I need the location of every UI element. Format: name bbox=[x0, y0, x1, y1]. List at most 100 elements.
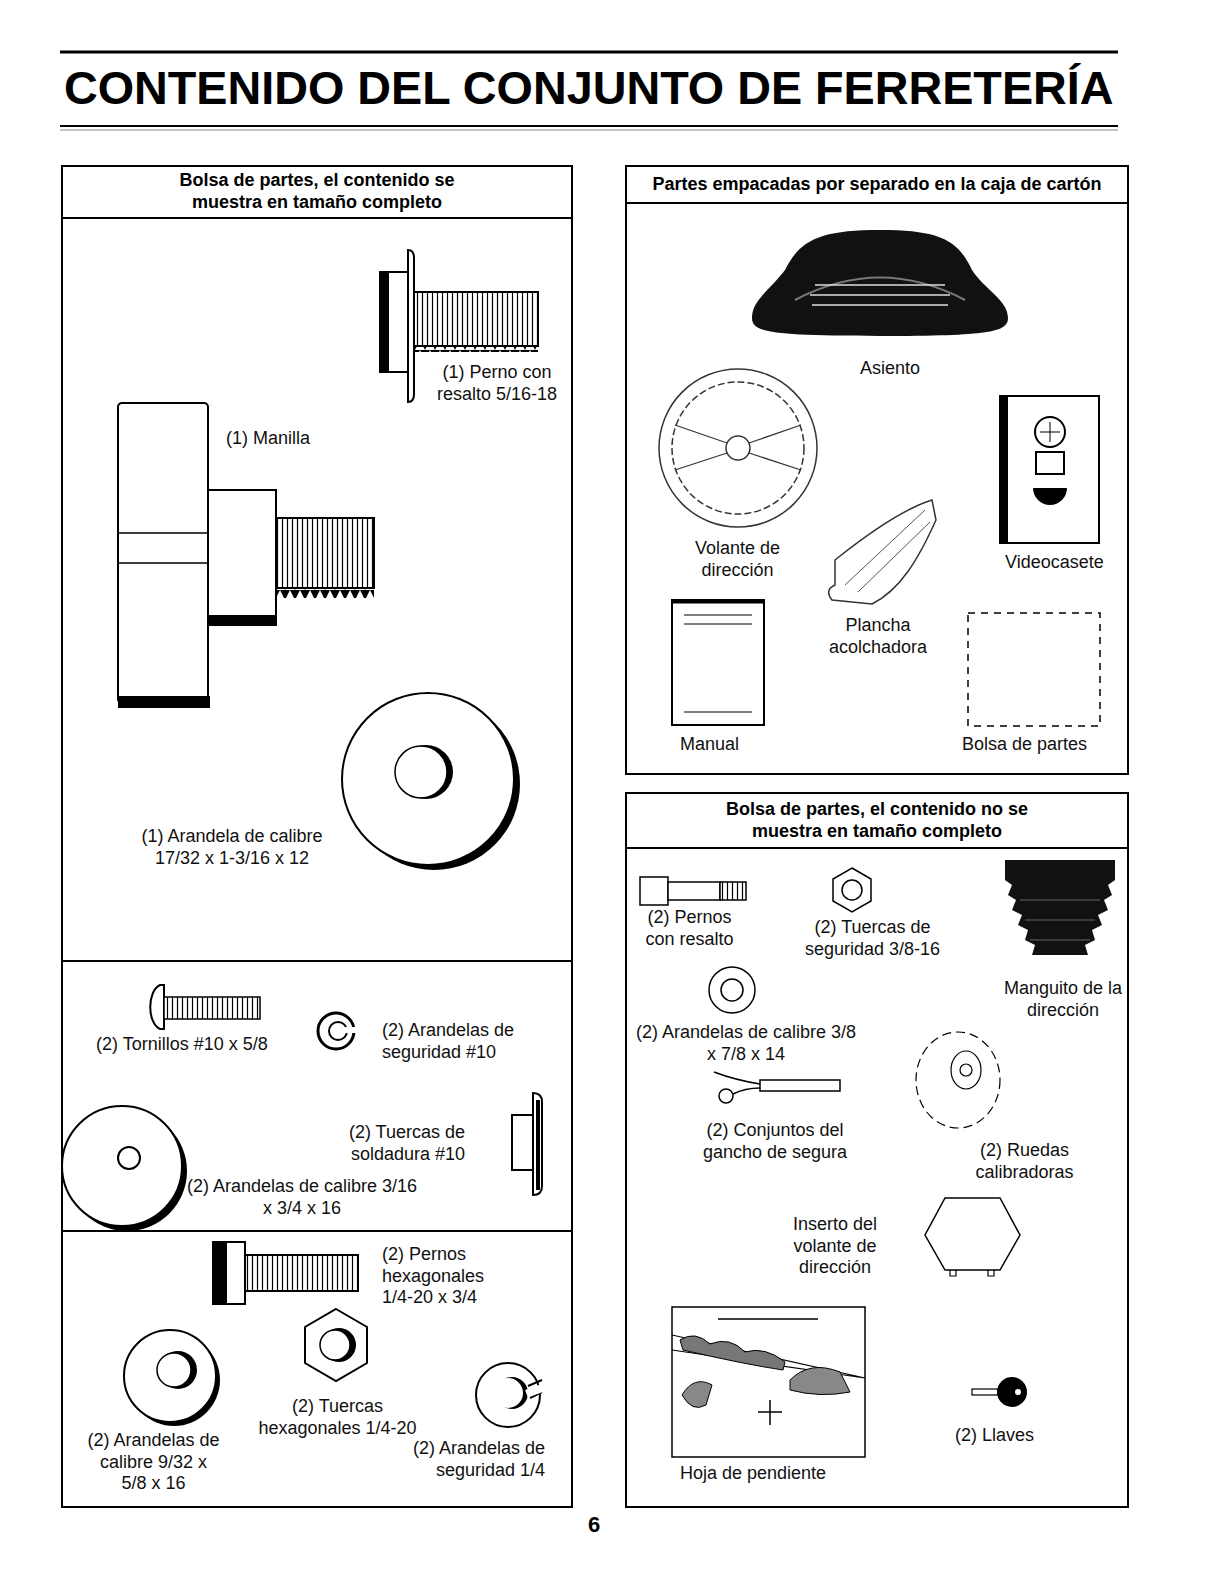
padding-plate-part bbox=[845, 510, 930, 592]
hitch-pin bbox=[714, 1072, 840, 1103]
lock-washer bbox=[476, 1363, 543, 1427]
parts-panel: (2) Tornillos #10 x 5/8 (2) Arandelas de … bbox=[61, 962, 573, 1232]
steering-wheel-part bbox=[672, 382, 804, 514]
weld-nut-part bbox=[536, 1100, 540, 1190]
key-part bbox=[972, 1389, 998, 1395]
lock-washer bbox=[318, 1013, 358, 1049]
flange-bolt-part bbox=[414, 346, 538, 352]
hex-bolt-part bbox=[245, 1255, 358, 1291]
videocassette-part bbox=[1000, 396, 1099, 543]
part-label: (2) Arandelas de calibre 9/32 x 5/8 x 16 bbox=[86, 1430, 221, 1495]
gauge-wheel-part bbox=[960, 1064, 972, 1076]
knob-handle-part bbox=[208, 490, 276, 625]
page-number: 6 bbox=[588, 1512, 600, 1538]
flat-washer-part bbox=[721, 979, 743, 1001]
hex-bolt-part bbox=[213, 1242, 227, 1304]
slope-sheet-part bbox=[790, 1368, 850, 1395]
part-label: (2) Tornillos #10 x 5/8 bbox=[96, 1034, 268, 1056]
parts-panel: (2) Pernos con resalto(2) Tuercas de seg… bbox=[625, 792, 1129, 1508]
wheel-insert-part bbox=[925, 1198, 1020, 1270]
weld-nut-part bbox=[512, 1115, 533, 1170]
flange-bolt-part bbox=[414, 292, 538, 346]
padding-plate-part bbox=[829, 500, 936, 604]
flat-washer-part bbox=[342, 693, 514, 865]
steering-wheel-part bbox=[675, 425, 801, 470]
part-label: (1) Manilla bbox=[226, 428, 310, 450]
part-label: (2) Pernos con resalto bbox=[637, 907, 742, 950]
flat-washer bbox=[124, 1330, 220, 1426]
steering-wheel-part bbox=[659, 369, 817, 527]
gauge-wheel bbox=[916, 1032, 1000, 1128]
flat-washer-part bbox=[709, 967, 755, 1013]
steering-boot-part bbox=[1005, 860, 1115, 955]
slope-sheet-part bbox=[718, 1318, 818, 1320]
lock-washer-part bbox=[525, 1385, 543, 1398]
panel-heading: Partes empacadas por separado en la caja… bbox=[627, 167, 1127, 204]
slope-sheet-part bbox=[672, 1307, 865, 1457]
title-rules-part bbox=[60, 125, 1118, 127]
seat-part bbox=[795, 278, 965, 301]
hex-nut-part bbox=[320, 1330, 350, 1360]
shoulder-bolt-part bbox=[640, 877, 668, 905]
hex-bolt-part bbox=[213, 1242, 245, 1304]
screw-part bbox=[150, 985, 164, 1029]
hitch-pin-part bbox=[714, 1072, 760, 1084]
key-part bbox=[1015, 1389, 1021, 1395]
steering-boot bbox=[1005, 860, 1115, 955]
panel-heading: Bolsa de partes, el contenido no se mues… bbox=[627, 794, 1127, 849]
screw-part bbox=[164, 997, 260, 1019]
flat-washer-part bbox=[124, 1330, 216, 1422]
part-label: (2) Conjuntos del gancho de segura bbox=[690, 1120, 860, 1163]
lock-washer-part bbox=[344, 1027, 358, 1033]
knob-handle-part bbox=[118, 403, 208, 703]
part-label: (2) Tuercas hexagonales 1/4-20 bbox=[240, 1396, 435, 1439]
manual-icon-part bbox=[672, 600, 764, 725]
part-label: Volante de dirección bbox=[680, 538, 795, 581]
knob-handle bbox=[118, 403, 374, 708]
manual-icon-part bbox=[684, 615, 752, 712]
flat-washer bbox=[62, 1106, 187, 1231]
flat-washer-part bbox=[395, 746, 447, 798]
lock-nut bbox=[833, 868, 871, 912]
wheel-insert bbox=[925, 1198, 1020, 1276]
part-label: (2) Ruedas calibradoras bbox=[962, 1140, 1087, 1183]
slope-sheet bbox=[672, 1307, 865, 1457]
gauge-wheel-part bbox=[951, 1051, 981, 1089]
part-label: (2) Tuercas de soldadura #10 bbox=[315, 1122, 465, 1165]
shoulder-bolt-part bbox=[720, 882, 746, 900]
wheel-insert-part bbox=[950, 1270, 994, 1276]
parts-panel: (2) Pernos hexagonales 1/4-20 x 3/4 (2) T… bbox=[61, 1232, 573, 1508]
part-label: Asiento bbox=[860, 358, 920, 380]
seat-part bbox=[810, 285, 950, 305]
flat-washer bbox=[709, 967, 755, 1013]
slope-sheet-part bbox=[758, 1400, 782, 1425]
steering-wheel-part bbox=[726, 436, 750, 460]
key bbox=[972, 1377, 1027, 1407]
part-label: (2) Arandelas de seguridad #10 bbox=[382, 1020, 532, 1063]
panel-heading-text: Bolsa de partes, el contenido no se mues… bbox=[712, 799, 1042, 842]
part-label: Manual bbox=[680, 734, 739, 756]
videocassette-part bbox=[1036, 452, 1064, 474]
lock-washer-part bbox=[493, 1378, 523, 1408]
part-label: (2) Pernos hexagonales 1/4-20 x 3/4 bbox=[382, 1244, 502, 1309]
part-label: (2) Arandelas de calibre 3/8 x 7/8 x 14 bbox=[632, 1022, 860, 1065]
part-label: Bolsa de partes bbox=[962, 734, 1087, 756]
seat-part bbox=[752, 230, 1008, 336]
lock-nut-part bbox=[833, 868, 871, 912]
knob-handle-part bbox=[118, 696, 210, 708]
steering-wheel bbox=[659, 369, 817, 527]
parts-bag-icon-part bbox=[968, 613, 1100, 726]
flat-washer-part bbox=[118, 1147, 140, 1169]
title-rules-part bbox=[60, 51, 1118, 54]
title-rules-part bbox=[60, 130, 1118, 131]
weld-nut-part bbox=[533, 1093, 542, 1195]
panel-heading-text: Bolsa de partes, el contenido se muestra… bbox=[152, 170, 482, 213]
manual-icon bbox=[672, 600, 764, 725]
flat-washer-part bbox=[62, 1106, 182, 1226]
part-label: (2) Arandelas de calibre 3/16 x 3/4 x 16 bbox=[186, 1176, 418, 1219]
hitch-pin-part bbox=[719, 1089, 733, 1103]
part-label: (2) Arandelas de seguridad 1/4 bbox=[385, 1438, 545, 1481]
videocassette-part bbox=[1035, 417, 1065, 447]
shoulder-bolt bbox=[640, 877, 746, 905]
lock-nut-part bbox=[842, 880, 862, 900]
